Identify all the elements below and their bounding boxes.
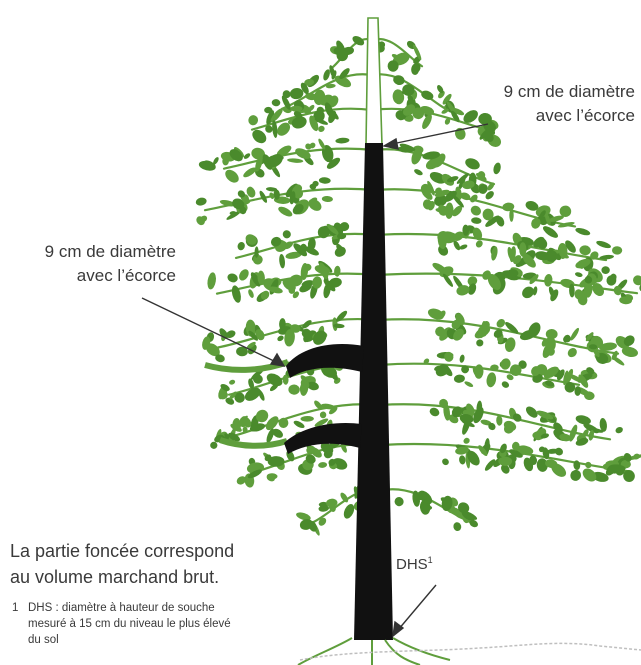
leaf-clump xyxy=(206,272,217,290)
leaf-clump xyxy=(519,242,526,256)
leaf-clump xyxy=(300,416,313,422)
leaf-clump xyxy=(409,61,422,75)
top-label-line2: avec l’écorce xyxy=(485,104,635,128)
leaf-clump xyxy=(631,273,641,287)
leaf-clump xyxy=(492,162,502,175)
leaf-clump xyxy=(228,379,235,385)
ground-line xyxy=(300,643,641,660)
leaf-clump xyxy=(501,380,511,389)
leaf-clump xyxy=(223,167,241,185)
leaf-clump xyxy=(453,521,462,531)
left-label-line1: 9 cm de diamètre xyxy=(28,240,176,264)
leaf-clump xyxy=(471,217,482,224)
leaf-clump xyxy=(574,271,583,277)
branch-bottom-white xyxy=(220,440,287,446)
leaf-clump xyxy=(288,384,300,395)
leaf-clump xyxy=(264,107,272,113)
arrow-dhs xyxy=(393,585,436,636)
leaf-clump xyxy=(247,288,255,298)
leaf-clump xyxy=(413,168,424,177)
leaf-clump xyxy=(579,245,591,256)
leaf-clump xyxy=(595,239,611,249)
leaf-clump xyxy=(575,289,583,299)
leaf-clump xyxy=(568,468,583,483)
leaf-clump xyxy=(279,254,286,269)
leaf-clump xyxy=(615,426,624,435)
dhs-label: DHS1 xyxy=(396,555,433,573)
leaf-clump xyxy=(335,137,349,144)
leaf-clump xyxy=(509,208,513,221)
top-label-line1: 9 cm de diamètre xyxy=(485,80,635,104)
leaf-clump xyxy=(428,406,441,418)
left-label-line2: avec l’écorce xyxy=(28,264,176,288)
leaf-clump xyxy=(319,177,331,184)
leaf-clump xyxy=(499,357,512,371)
leaf-clump xyxy=(271,99,280,107)
caption-line2: au volume marchand brut. xyxy=(10,564,240,590)
leaf-clump xyxy=(459,244,468,251)
leaf-clump xyxy=(322,196,333,203)
leaf-clump xyxy=(248,114,259,126)
leaf-clump xyxy=(546,329,558,339)
merchantable-trunk xyxy=(354,143,393,640)
leaf-clump xyxy=(195,197,207,207)
leaf-clump xyxy=(557,221,575,229)
leaf-clump xyxy=(462,437,470,445)
leaf-clump xyxy=(276,335,284,343)
leaf-clump xyxy=(281,229,292,240)
leaf-clump xyxy=(541,224,560,240)
leaf-clump xyxy=(333,245,348,259)
leaf-clump xyxy=(317,138,326,151)
leaf-clump xyxy=(569,327,580,342)
caption-line1: La partie foncée correspond xyxy=(10,538,240,564)
leaf-clump xyxy=(575,226,591,236)
leaf-clump xyxy=(475,338,484,347)
leaf-clump xyxy=(584,461,593,470)
tree-top-stem xyxy=(366,18,382,145)
dhs-text: DHS xyxy=(396,556,428,573)
leaf-clump xyxy=(495,317,507,329)
leaf-clump xyxy=(469,204,483,218)
leaf-clump xyxy=(320,411,327,418)
leaf-clump xyxy=(318,462,328,469)
leaf-clump xyxy=(226,272,239,284)
leaf-clump xyxy=(612,246,622,255)
leaf-clump xyxy=(566,346,579,359)
leaf-clump xyxy=(277,205,294,219)
arrow-top xyxy=(384,124,488,149)
leaf-clump xyxy=(317,125,326,134)
footnote-text: DHS : diamètre à hauteur de souche mesur… xyxy=(12,600,242,648)
caption: La partie foncée correspond au volume ma… xyxy=(10,538,240,590)
branch-stem xyxy=(218,319,378,347)
leaf-clump xyxy=(459,354,465,363)
footnote-number: 1 xyxy=(12,600,18,616)
leaf-clump xyxy=(237,268,251,283)
footnote: 1 DHS : diamètre à hauteur de souche mes… xyxy=(12,600,242,648)
branch-diameter-label: 9 cm de diamètre avec l’écorce xyxy=(28,240,176,288)
tree-roots xyxy=(298,638,450,665)
leaf-clump xyxy=(287,158,304,164)
leaf-clump xyxy=(243,152,251,160)
leaf-clump xyxy=(463,156,481,172)
leaf-clump xyxy=(393,496,405,508)
top-diameter-label: 9 cm de diamètre avec l’écorce xyxy=(485,80,635,128)
leaf-clump xyxy=(453,374,465,383)
dhs-footnote-marker: 1 xyxy=(428,555,433,565)
leaf-clump xyxy=(236,241,245,251)
leaf-clump xyxy=(459,455,466,465)
leaf-clump xyxy=(464,380,474,388)
leaf-clump xyxy=(504,320,520,335)
leaf-clump xyxy=(474,239,484,249)
leaf-clump xyxy=(441,457,450,466)
leaf-clump xyxy=(601,266,610,274)
leaf-clump xyxy=(335,309,349,323)
leaf-clump xyxy=(334,265,341,276)
leaf-clump xyxy=(543,274,553,288)
leaf-clump xyxy=(485,372,497,388)
